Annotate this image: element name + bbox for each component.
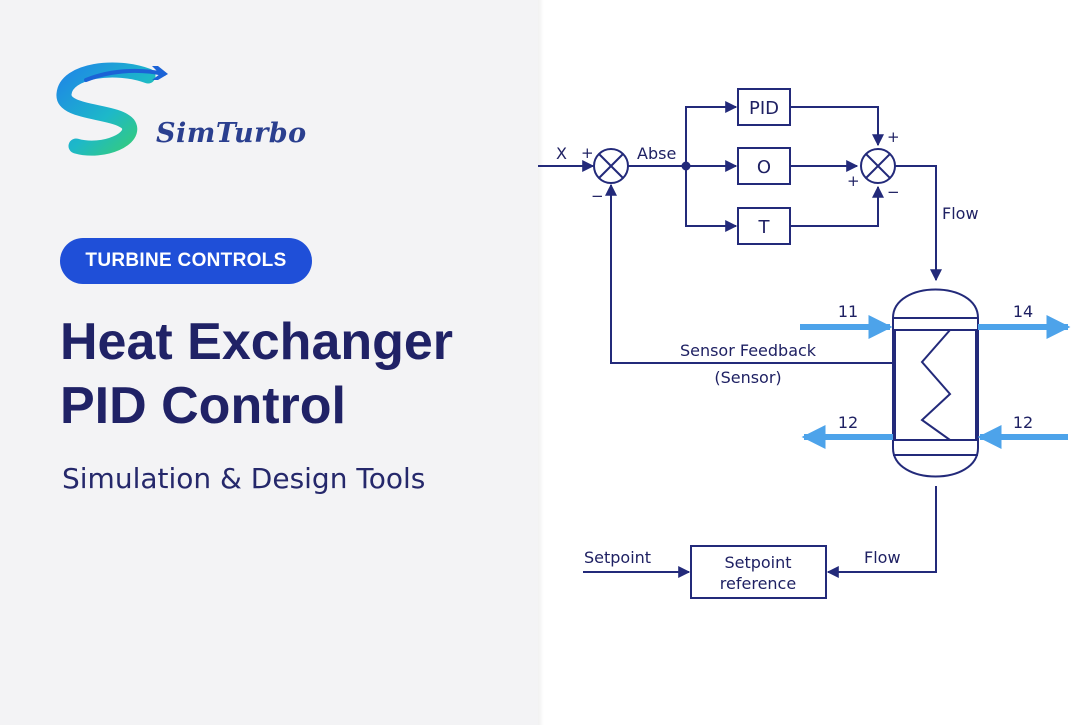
o-block-label: O bbox=[757, 157, 771, 178]
abse-label: Abse bbox=[637, 144, 676, 163]
title-line-1: Heat Exchanger bbox=[60, 313, 454, 371]
heat-exchanger-vessel bbox=[892, 288, 979, 478]
simturbo-logo-icon bbox=[56, 62, 168, 156]
branch-to-t bbox=[685, 166, 738, 232]
summing-junction-2 bbox=[860, 148, 896, 184]
sum1-minus-sign: − bbox=[591, 187, 604, 205]
sum2-plus-left-sign: + bbox=[847, 172, 860, 190]
sensor-feedback-label: Sensor Feedback bbox=[680, 341, 817, 360]
branch-to-pid bbox=[685, 101, 738, 166]
brand-name: SimTurbo bbox=[156, 118, 307, 149]
flow-bottom-line bbox=[826, 486, 937, 578]
stream-out-bottom-label: 12 bbox=[838, 413, 858, 432]
left-panel: SimTurbo TURBINE CONTROLS Heat Exchanger… bbox=[0, 0, 538, 725]
page-subtitle: Simulation & Design Tools bbox=[62, 462, 426, 495]
sensor-label: (Sensor) bbox=[714, 368, 781, 387]
panel-divider bbox=[538, 0, 544, 725]
pid-output-line bbox=[790, 106, 884, 147]
t-output-line bbox=[790, 185, 884, 227]
stream-in-top-label: 11 bbox=[838, 302, 858, 321]
sensor-feedback-line bbox=[605, 183, 893, 364]
sum2-plus-top-sign: + bbox=[887, 128, 900, 146]
setpoint-ref-line-2: reference bbox=[720, 574, 796, 593]
x-label: X bbox=[556, 144, 567, 163]
pid-block-label: PID bbox=[749, 98, 779, 119]
flow-top-label: Flow bbox=[942, 204, 979, 223]
category-badge: TURBINE CONTROLS bbox=[60, 238, 312, 284]
sum2-minus-sign: − bbox=[887, 183, 900, 201]
sum1-plus-sign: + bbox=[581, 144, 594, 162]
page-title: Heat Exchanger PID Control bbox=[60, 310, 453, 438]
setpoint-ref-line-1: Setpoint bbox=[724, 553, 791, 572]
stream-out-top-label: 14 bbox=[1013, 302, 1033, 321]
stream-in-bottom-label: 12 bbox=[1013, 413, 1033, 432]
summing-junction-1 bbox=[593, 148, 629, 184]
flow-to-exchanger-line bbox=[895, 165, 942, 282]
pid-control-diagram: PID O T Setpoint reference X Abse Flow S… bbox=[538, 88, 1071, 599]
title-line-2: PID Control bbox=[60, 377, 346, 435]
setpoint-reference-block bbox=[690, 545, 827, 599]
t-block-label: T bbox=[758, 217, 771, 238]
flow-bottom-label: Flow bbox=[864, 548, 901, 567]
setpoint-label: Setpoint bbox=[584, 548, 651, 567]
